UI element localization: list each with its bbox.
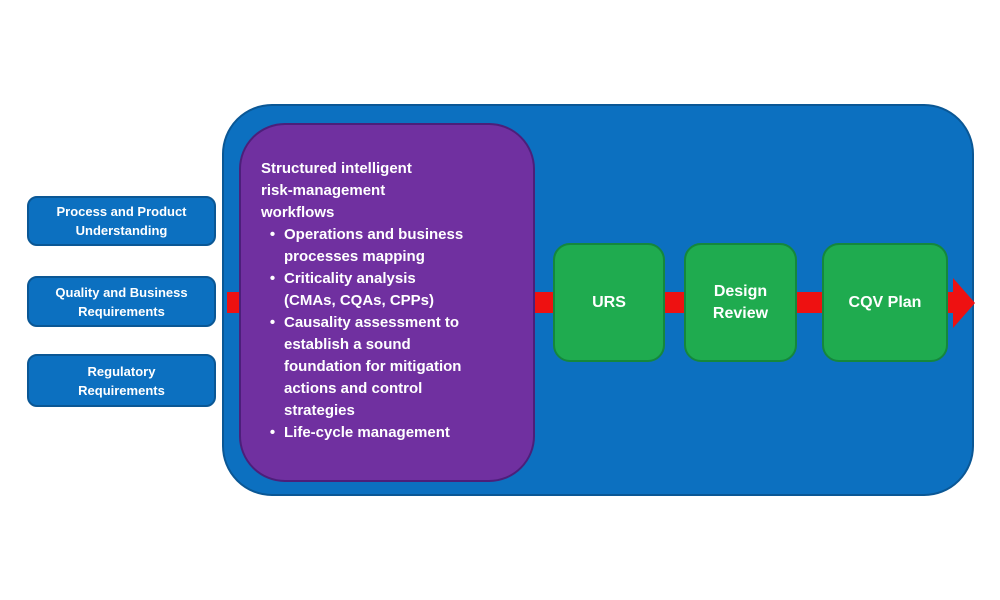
risk-bullet-text: Criticality analysis (CMAs, CQAs, CPPs) (284, 270, 435, 309)
risk-bullet-text: Life-cycle management (284, 424, 450, 441)
risk-bullet-text: Causality assessment to establish a soun… (284, 314, 462, 419)
input-box-label: Regulatory Requirements (78, 363, 165, 398)
bullet-icon: • (269, 226, 276, 243)
stage-box-cqv-plan: CQV Plan (822, 243, 948, 362)
risk-bullet-item: • Life-cycle management (261, 422, 519, 444)
bullet-icon: • (269, 314, 276, 331)
input-box-regulatory-requirements: Regulatory Requirements (27, 354, 216, 407)
risk-bullet-item: • Causality assessment to establish a so… (261, 312, 519, 422)
risk-bullet-text: Operations and business processes mappin… (284, 226, 464, 265)
input-box-quality-business-requirements: Quality and Business Requirements (27, 276, 216, 327)
stage-box-label: CQV Plan (848, 293, 922, 311)
risk-bullet-item: • Criticality analysis (CMAs, CQAs, CPPs… (261, 268, 519, 312)
risk-workflow-box: Structured intelligent risk-management w… (239, 123, 535, 482)
flow-arrowhead-icon (953, 278, 975, 328)
risk-bullet-item: • Operations and business processes mapp… (261, 224, 519, 268)
stage-box-urs: URS (553, 243, 665, 362)
input-box-label: Quality and Business Requirements (55, 284, 188, 319)
stage-box-label: URS (592, 293, 626, 311)
bullet-icon: • (269, 424, 276, 441)
bullet-icon: • (269, 270, 276, 287)
risk-box-heading: Structured intelligent risk-management w… (261, 160, 412, 221)
stage-box-design-review: Design Review (684, 243, 797, 362)
risk-bullet-list: • Operations and business processes mapp… (261, 224, 519, 444)
input-box-label: Process and Product Understanding (56, 204, 187, 238)
stage-box-label: Design Review (712, 282, 769, 322)
input-box-process-product-understanding: Process and Product Understanding (27, 196, 216, 246)
